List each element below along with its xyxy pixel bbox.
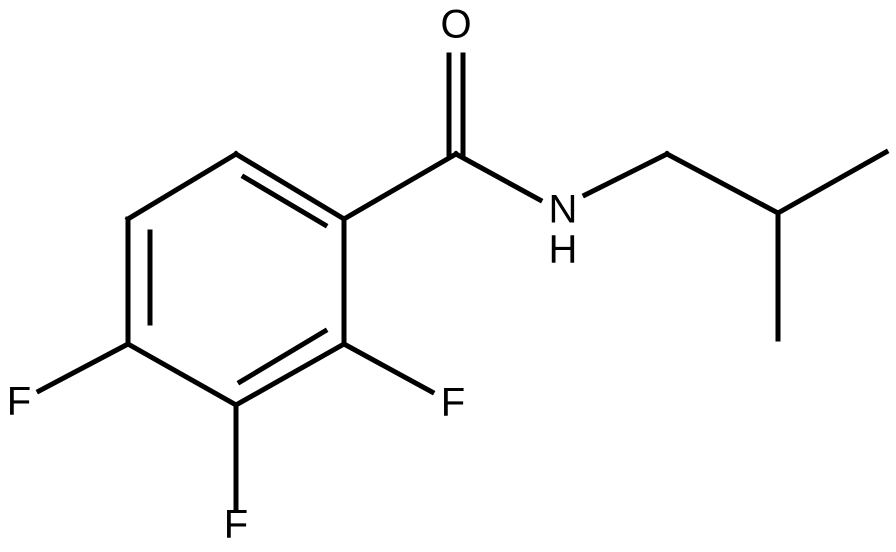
- bond-carbonyl-n: [452, 150, 544, 204]
- bond-ring-c2-c3: [232, 340, 348, 409]
- bond-n-ch2: [581, 150, 671, 199]
- atom-amide-hydrogen: H: [549, 228, 578, 272]
- bond-ring-inner-c2-c3: [236, 327, 329, 386]
- bond-ring-c6-c1: [232, 150, 348, 223]
- bond-c4-f: [35, 340, 132, 395]
- bond-c2-f: [340, 340, 436, 396]
- atom-oxygen: O: [440, 3, 471, 47]
- bond-ring-c5-c6: [124, 150, 240, 223]
- atom-nitrogen: N: [549, 188, 578, 232]
- atom-fluorine-2: F: [441, 381, 465, 425]
- bond-ring-c3-c4: [124, 340, 240, 409]
- bond-ring-inner-c6-c1: [240, 173, 329, 229]
- bond-carbonyl-ring: [340, 150, 460, 223]
- bond-ch2-ch: [663, 150, 782, 217]
- atom-fluorine-4: F: [7, 380, 31, 424]
- bond-ch-ch3-a: [774, 148, 890, 217]
- atom-fluorine-3: F: [224, 503, 248, 547]
